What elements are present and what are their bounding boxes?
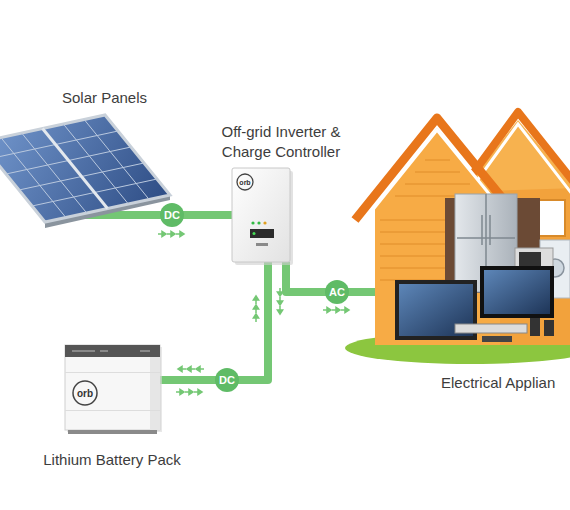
brand-logo: orb (239, 179, 250, 186)
solar-panel-art (0, 115, 170, 222)
inverter-button (256, 243, 268, 246)
flow-arrow-group (178, 366, 204, 371)
logo-ring (73, 381, 97, 405)
status-led (263, 221, 266, 224)
flow-arrow-group (176, 389, 202, 394)
flow-arrow (196, 366, 204, 371)
panel-grid (0, 115, 170, 222)
flow-arrow-group (323, 307, 349, 312)
display-led (253, 232, 256, 235)
flow-arrow (277, 297, 282, 305)
flow-arrow (176, 231, 184, 236)
monitor (480, 266, 554, 318)
battery-top-detail (72, 350, 150, 352)
flow-arrow (187, 366, 195, 371)
flow-arrows (323, 307, 349, 312)
battery-seam (65, 410, 160, 411)
battery-body (65, 345, 160, 430)
device-label: Lithium Battery Pack (32, 450, 192, 470)
device-label: Solar Panels (62, 88, 172, 108)
device-node: Solar Panels (0, 112, 72, 242)
current-type-badge: DC (215, 368, 239, 392)
tv-stand (482, 336, 512, 342)
flow-arrow (178, 366, 186, 371)
current-type-badge: DC (160, 203, 184, 227)
device-node: Electrical Applian (395, 110, 570, 355)
flow-arrow (332, 307, 340, 312)
flow-arrow (253, 305, 258, 313)
flow-arrow (277, 306, 282, 314)
battery-top (65, 345, 160, 357)
flow-arrow (323, 307, 331, 312)
battery-seam (65, 372, 160, 373)
flow-arrow (194, 389, 202, 394)
flow-arrows (158, 231, 184, 236)
panel-surface (0, 115, 170, 222)
flow-arrow (185, 389, 193, 394)
battery-base (68, 430, 157, 434)
inverter-body (232, 168, 290, 262)
panel-divider (43, 129, 108, 209)
logo-ring (237, 174, 253, 190)
current-type-badge: AC (325, 280, 349, 304)
speaker (544, 320, 554, 336)
brand-logo: orb (77, 388, 93, 399)
power-line (160, 262, 268, 380)
flow-arrow (158, 231, 166, 236)
speaker (530, 318, 540, 336)
flow-arrow (277, 288, 282, 296)
flow-arrow (176, 389, 184, 394)
flow-arrow (253, 296, 258, 304)
dvd-player (455, 324, 527, 333)
battery-side (150, 345, 160, 430)
microwave-window (519, 252, 541, 266)
flow-arrow (167, 231, 175, 236)
monitor-screen (484, 270, 550, 314)
flow-arrow-group (158, 231, 184, 236)
flow-arrow (341, 307, 349, 312)
device-label: Off-grid Inverter & Charge Controller (211, 122, 351, 162)
inverter-display (250, 229, 274, 238)
status-led (257, 221, 260, 224)
device-label: Electrical Applian (441, 373, 570, 393)
flow-arrow-group (277, 288, 282, 314)
flow-arrow (253, 314, 258, 322)
flow-arrow-group (253, 296, 258, 322)
flow-arrows (176, 288, 283, 395)
status-led (251, 221, 254, 224)
